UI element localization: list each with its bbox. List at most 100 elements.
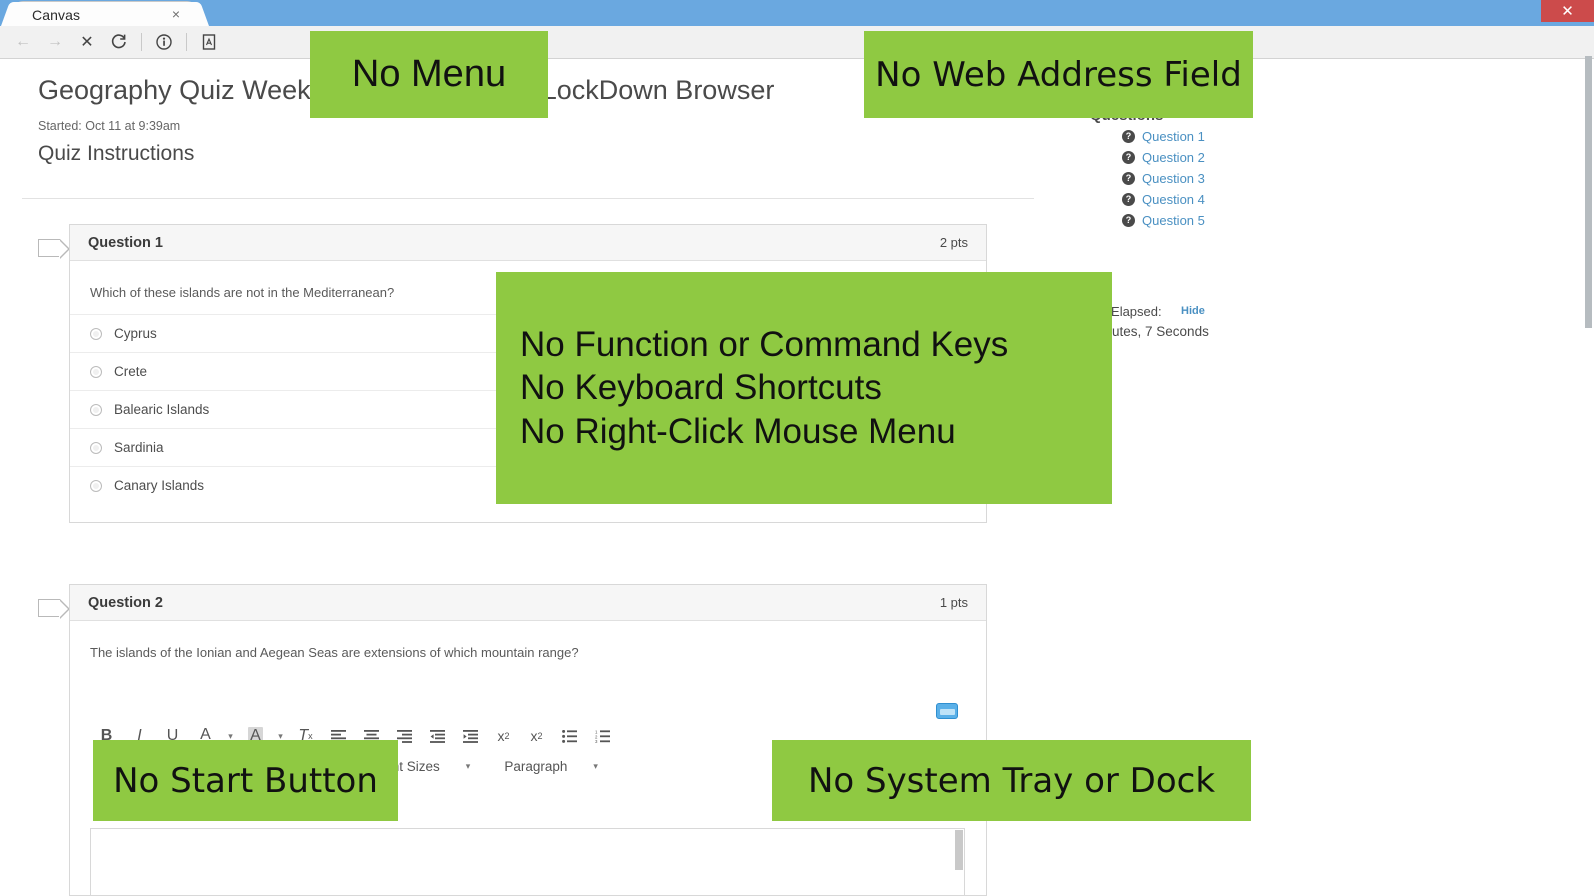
radio-icon[interactable] <box>90 441 102 454</box>
sidebar-item-question-2[interactable]: ? Question 2 <box>1122 150 1205 165</box>
help-icon: ? <box>1122 214 1135 227</box>
sidebar-item-question-3[interactable]: ? Question 3 <box>1122 171 1205 186</box>
callout-line-1: No Function or Command Keys <box>520 325 1009 365</box>
back-arrow-icon[interactable]: ← <box>15 33 31 50</box>
radio-icon[interactable] <box>90 327 102 340</box>
outdent-icon <box>430 729 445 743</box>
callout-text: No Web Address Field <box>875 54 1242 95</box>
question-2-points: 1 pts <box>939 595 968 610</box>
textarea-scrollbar[interactable] <box>955 830 963 870</box>
browser-toolbar: ← → ✕ <box>0 26 1594 59</box>
radio-icon[interactable] <box>90 403 102 416</box>
question-1-title: Question 1 <box>88 234 163 251</box>
help-icon: ? <box>1122 193 1135 206</box>
numbered-list-button[interactable]: 1 2 3 <box>586 723 619 749</box>
callout-no-web-address-field: No Web Address Field <box>864 31 1253 118</box>
callout-no-function-keys: No Function or Command Keys No Keyboard … <box>496 272 1112 504</box>
paragraph-dropdown[interactable]: Paragraph ▾ <box>498 753 604 779</box>
callout-line-2: No Keyboard Shortcuts <box>520 368 882 408</box>
question-1-points: 2 pts <box>939 235 968 250</box>
text-color-chevron-down-icon[interactable]: ▾ <box>228 730 233 741</box>
reload-glyph <box>111 34 126 49</box>
radio-icon[interactable] <box>90 365 102 378</box>
outdent-button[interactable] <box>421 723 454 749</box>
option-label: Canary Islands <box>114 478 205 493</box>
reload-icon[interactable] <box>104 27 134 57</box>
sidebar-link-label: Question 1 <box>1142 129 1205 144</box>
indent-icon <box>463 729 478 743</box>
highlight-color-chevron-down-icon[interactable]: ▾ <box>278 730 283 741</box>
svg-text:3: 3 <box>595 739 598 743</box>
sidebar-link-label: Question 2 <box>1142 150 1205 165</box>
paragraph-label: Paragraph <box>504 758 568 774</box>
callout-no-system-tray: No System Tray or Dock <box>772 740 1251 821</box>
callout-line-group: No Function or Command Keys No Keyboard … <box>520 325 1008 451</box>
radio-icon[interactable] <box>90 479 102 492</box>
option-label: Cyprus <box>114 326 157 341</box>
forward-arrow-icon[interactable]: → <box>47 33 63 50</box>
keyboard-icon[interactable] <box>936 703 958 719</box>
document-icon[interactable] <box>194 27 224 57</box>
sidebar-link-label: Question 4 <box>1142 192 1205 207</box>
sidebar-item-question-1[interactable]: ? Question 1 <box>1122 129 1205 144</box>
page-scrollbar[interactable] <box>1584 56 1594 896</box>
sidebar-item-question-4[interactable]: ? Question 4 <box>1122 192 1205 207</box>
question-2-flag-icon[interactable] <box>38 599 70 619</box>
title-bar: Canvas × ✕ <box>0 0 1594 26</box>
question-1-header: Question 1 2 pts <box>70 225 986 261</box>
document-glyph <box>202 34 216 50</box>
sidebar-link-label: Question 3 <box>1142 171 1205 186</box>
divider <box>22 198 1034 199</box>
chevron-down-icon: ▾ <box>593 760 598 771</box>
callout-no-menu: No Menu <box>310 31 548 118</box>
info-icon[interactable] <box>149 27 179 57</box>
question-1-card-padding <box>70 504 986 522</box>
toolbar-divider-2 <box>186 33 187 51</box>
callout-text: No System Tray or Dock <box>807 760 1216 801</box>
numbered-list-icon: 1 2 3 <box>595 730 610 743</box>
align-right-icon <box>397 729 412 743</box>
stop-icon[interactable]: ✕ <box>80 34 94 51</box>
help-icon: ? <box>1122 172 1135 185</box>
svg-text:1: 1 <box>595 730 598 734</box>
question-1-flag-icon[interactable] <box>38 239 70 259</box>
help-icon: ? <box>1122 151 1135 164</box>
option-label: Crete <box>114 364 148 379</box>
quiz-instructions-heading: Quiz Instructions <box>38 142 195 165</box>
svg-text:2: 2 <box>595 734 598 739</box>
indent-button[interactable] <box>454 723 487 749</box>
option-label: Balearic Islands <box>114 402 210 417</box>
info-glyph <box>156 34 172 50</box>
quiz-started-timestamp: Started: Oct 11 at 9:39am <box>38 119 181 133</box>
browser-tab-canvas[interactable]: Canvas × <box>14 2 196 26</box>
time-hide-link[interactable]: Hide <box>1181 305 1205 317</box>
sidebar-link-label: Question 5 <box>1142 213 1205 228</box>
callout-text: No Menu <box>351 53 507 95</box>
callout-no-start-button: No Start Button <box>93 740 398 821</box>
tab-close-icon[interactable]: × <box>171 6 180 22</box>
option-label: Sardinia <box>114 440 164 455</box>
italic-button[interactable]: I <box>137 727 142 744</box>
underline-button[interactable]: U <box>166 727 179 744</box>
callout-text: No Start Button <box>113 760 378 801</box>
align-right-button[interactable] <box>388 723 421 749</box>
window-close-button[interactable]: ✕ <box>1541 0 1594 22</box>
page-scrollbar-thumb[interactable] <box>1585 56 1592 328</box>
question-1-prompt: Which of these islands are not in the Me… <box>90 285 395 300</box>
callout-line-3: No Right-Click Mouse Menu <box>520 411 956 451</box>
question-2-header: Question 2 1 pts <box>70 585 986 621</box>
help-icon: ? <box>1122 130 1135 143</box>
toolbar-divider-1 <box>141 33 142 51</box>
question-2-title: Question 2 <box>88 594 163 611</box>
sidebar-item-question-5[interactable]: ? Question 5 <box>1122 213 1205 228</box>
answer-textarea[interactable] <box>90 828 965 896</box>
chevron-down-icon: ▾ <box>465 760 471 771</box>
bold-button[interactable]: B <box>100 727 113 744</box>
tab-label: Canvas <box>32 7 81 23</box>
question-2-prompt: The islands of the Ionian and Aegean Sea… <box>90 645 579 660</box>
bulleted-list-button[interactable] <box>553 723 586 749</box>
